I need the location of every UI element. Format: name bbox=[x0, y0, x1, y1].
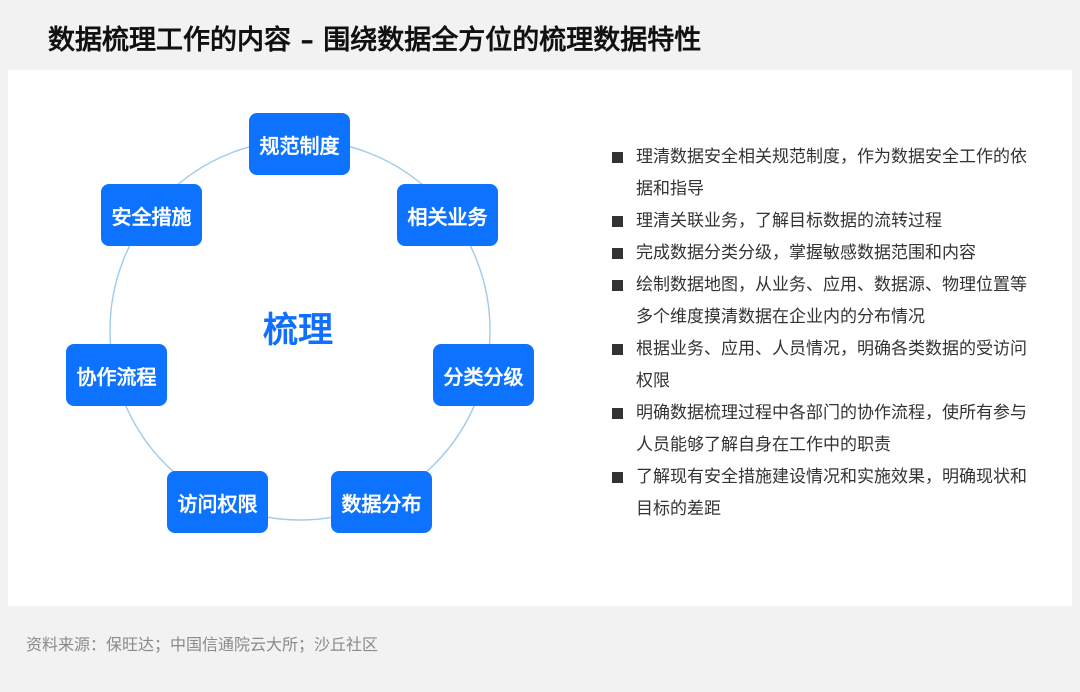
bullet-text: 完成数据分类分级，掌握敏感数据范围和内容 bbox=[636, 243, 976, 263]
list-item: 绘制数据地图，从业务、应用、数据源、物理位置等多个维度摸清数据在企业内的分布情况 bbox=[611, 269, 1041, 333]
list-item: 理清数据安全相关规范制度，作为数据安全工作的依据和指导 bbox=[611, 141, 1041, 205]
list-item: 根据业务、应用、人员情况，明确各类数据的受访问权限 bbox=[611, 333, 1041, 397]
source-note: 资料来源：保旺达；中国信通院云大所；沙丘社区 bbox=[26, 635, 379, 654]
node-data-distribution: 数据分布 bbox=[331, 471, 432, 533]
bullet-text: 理清关联业务，了解目标数据的流转过程 bbox=[636, 211, 942, 231]
node-regulations: 规范制度 bbox=[249, 113, 350, 175]
center-label: 梳理 bbox=[263, 311, 334, 351]
black-square-icon bbox=[612, 248, 623, 259]
list-item: 了解现有安全措施建设情况和实施效果，明确现状和目标的差距 bbox=[611, 461, 1041, 525]
black-square-icon bbox=[612, 344, 623, 355]
bullet-text: 根据业务、应用、人员情况，明确各类数据的受访问权限 bbox=[636, 339, 1027, 391]
page-title: 数据梳理工作的内容 – 围绕数据全方位的梳理数据特性 bbox=[48, 25, 702, 56]
bullet-text: 理清数据安全相关规范制度，作为数据安全工作的依据和指导 bbox=[636, 147, 1027, 199]
black-square-icon bbox=[612, 152, 623, 163]
black-square-icon bbox=[612, 408, 623, 419]
bullet-text: 了解现有安全措施建设情况和实施效果，明确现状和目标的差距 bbox=[636, 467, 1027, 519]
node-collaboration-process: 协作流程 bbox=[66, 344, 167, 406]
node-classification: 分类分级 bbox=[433, 344, 534, 406]
black-square-icon bbox=[612, 472, 623, 483]
bullet-text: 绘制数据地图，从业务、应用、数据源、物理位置等多个维度摸清数据在企业内的分布情况 bbox=[636, 275, 1027, 327]
bullet-list: 理清数据安全相关规范制度，作为数据安全工作的依据和指导 理清关联业务，了解目标数… bbox=[611, 141, 1041, 525]
list-item: 理清关联业务，了解目标数据的流转过程 bbox=[611, 205, 1041, 237]
black-square-icon bbox=[612, 280, 623, 291]
node-security-measures: 安全措施 bbox=[101, 184, 202, 246]
black-square-icon bbox=[612, 216, 623, 227]
list-item: 明确数据梳理过程中各部门的协作流程，使所有参与人员能够了解自身在工作中的职责 bbox=[611, 397, 1041, 461]
node-access-permissions: 访问权限 bbox=[167, 471, 268, 533]
list-item: 完成数据分类分级，掌握敏感数据范围和内容 bbox=[611, 237, 1041, 269]
bullet-text: 明确数据梳理过程中各部门的协作流程，使所有参与人员能够了解自身在工作中的职责 bbox=[636, 403, 1027, 455]
node-related-business: 相关业务 bbox=[397, 184, 498, 246]
